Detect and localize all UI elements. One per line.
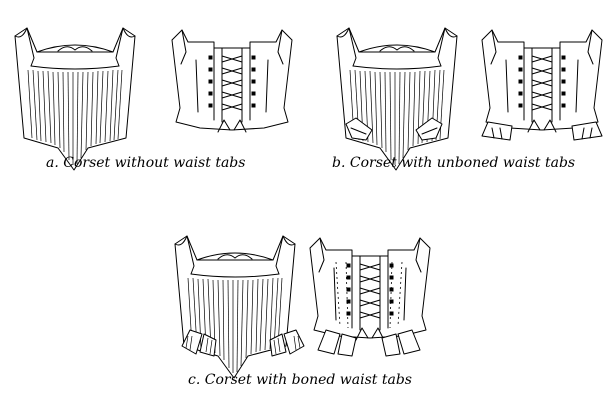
corset-c-front <box>174 235 305 379</box>
caption-a: a. Corset without waist tabs <box>46 155 246 171</box>
corset-a-front <box>14 27 136 171</box>
corset-c-back <box>309 237 431 357</box>
caption-b: b. Corset with unboned waist tabs <box>332 155 576 171</box>
corset-b-back <box>481 29 603 141</box>
corset-a-back <box>171 29 293 133</box>
corset-b-front <box>336 27 458 171</box>
caption-c: c. Corset with boned waist tabs <box>188 372 412 388</box>
